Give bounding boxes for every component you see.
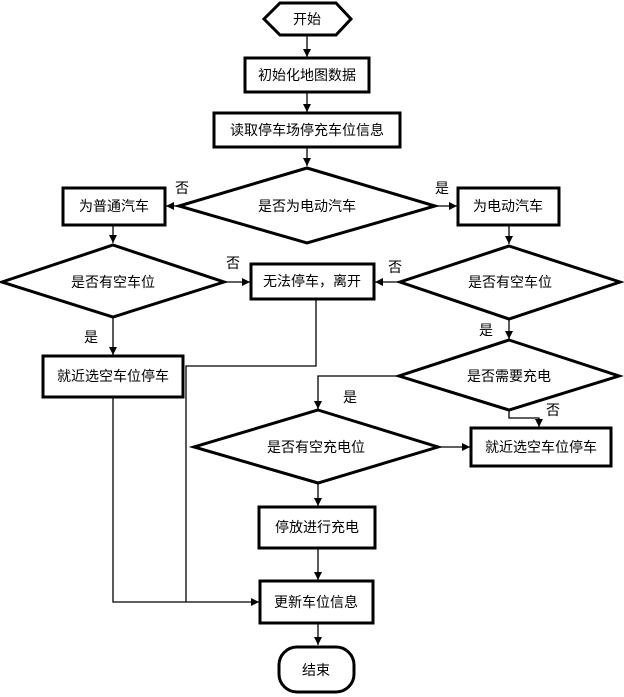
node-park-nearest-left: 就近选空车位停车	[41, 354, 185, 399]
decision-has-space-right: 是否有空车位	[395, 244, 624, 321]
node-cannot-park-label: 无法停车，离开	[263, 273, 361, 290]
node-park-nearest-right-label: 就近选空车位停车	[485, 439, 597, 456]
node-init-map-label: 初始化地图数据	[258, 67, 356, 84]
decision-need-charge-label: 是否需要充电	[467, 369, 551, 385]
node-end: 结束	[277, 645, 356, 694]
node-electric-car: 为电动汽车	[456, 186, 561, 227]
label-leftspace-no: 否	[226, 256, 240, 272]
label-rightspace-no: 否	[388, 260, 402, 276]
label-needcharge-yes: 是	[343, 390, 357, 406]
label-leftspace-yes: 是	[84, 330, 98, 346]
decision-has-charge-space-label: 是否有空充电位	[267, 440, 365, 456]
decision-has-space-left: 是否有空车位	[0, 243, 229, 319]
node-park-charge: 停放进行充电	[257, 505, 377, 550]
edge-needcharge-chargespace	[314, 375, 399, 409]
node-park-charge-label: 停放进行充电	[275, 519, 359, 536]
node-ordinary-car-label: 为普通汽车	[79, 198, 149, 215]
decision-has-space-right-label: 是否有空车位	[468, 274, 552, 291]
edge-labels: 否 是 否 否 是 是 是 否	[84, 181, 560, 419]
node-park-nearest-right: 就近选空车位停车	[469, 426, 613, 468]
edge-parkleft-update	[112, 398, 259, 606]
node-update-info-label: 更新车位信息	[274, 594, 358, 611]
decision-is-ev-label: 是否为电动汽车	[258, 198, 356, 215]
node-start: 开始	[261, 1, 354, 37]
decision-has-space-left-label: 是否有空车位	[71, 274, 155, 291]
node-electric-car-label: 为电动汽车	[473, 198, 543, 215]
edges	[109, 36, 543, 645]
decision-has-charge-space: 是否有空充电位	[188, 408, 444, 485]
node-read-info-label: 读取停车场停充车位信息	[230, 122, 384, 139]
label-isev-yes: 是	[435, 181, 449, 197]
node-ordinary-car: 为普通汽车	[61, 186, 167, 227]
node-end-label: 结束	[302, 663, 330, 679]
decision-need-charge: 是否需要充电	[394, 338, 624, 412]
node-start-label: 开始	[293, 12, 321, 28]
node-init-map: 初始化地图数据	[243, 56, 371, 94]
edge-cannot-update	[185, 300, 317, 602]
node-cannot-park: 无法停车，离开	[249, 262, 376, 301]
decision-is-ev: 是否为电动汽车	[173, 166, 441, 245]
node-read-info: 读取停车场停充车位信息	[212, 111, 402, 149]
edge-needcharge-parkright	[508, 410, 543, 427]
label-isev-no: 否	[175, 181, 189, 197]
node-park-nearest-left-label: 就近选空车位停车	[57, 368, 169, 385]
label-needcharge-no: 否	[546, 403, 560, 419]
label-rightspace-yes: 是	[479, 323, 493, 339]
node-update-info: 更新车位信息	[258, 579, 375, 625]
